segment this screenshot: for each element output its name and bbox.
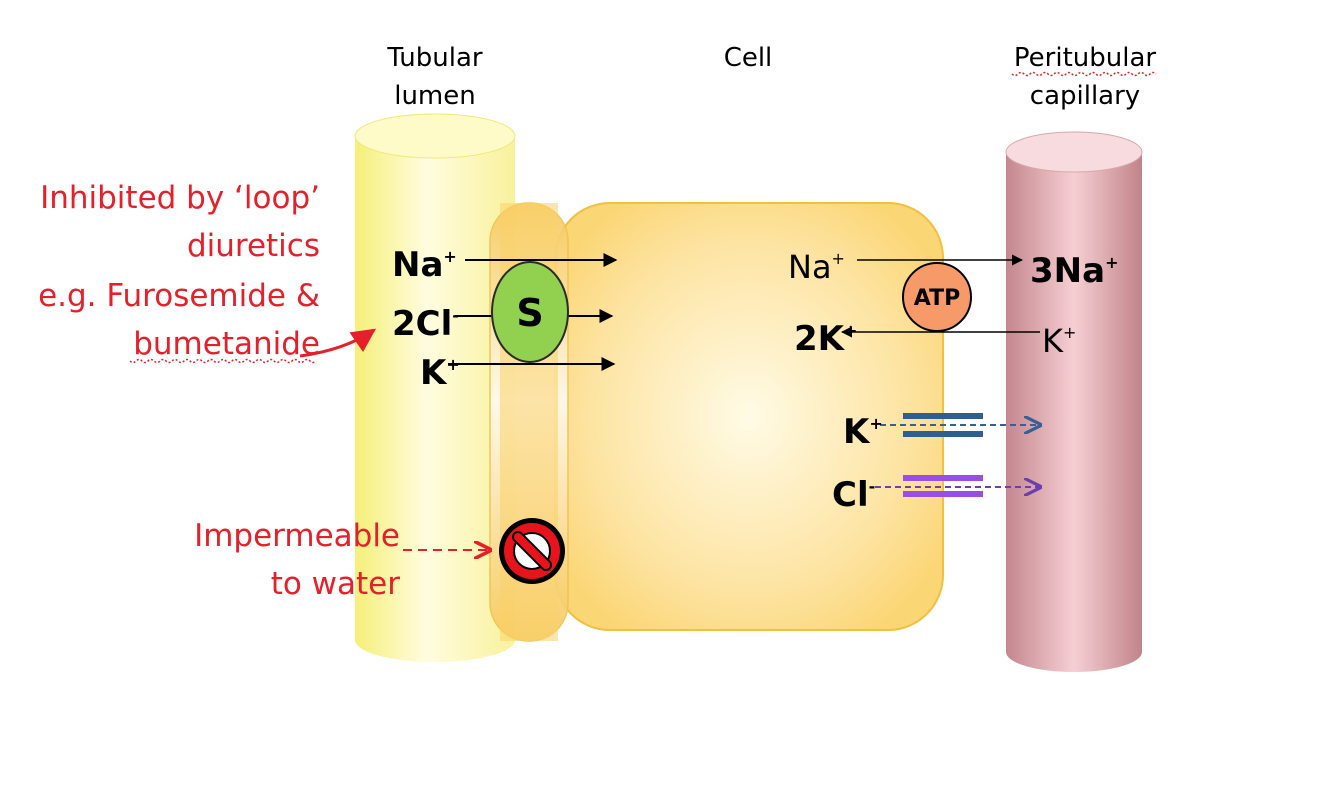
water-line2: to water: [271, 566, 401, 602]
cl-channel: [903, 475, 983, 497]
water-line1: Impermeable: [194, 518, 400, 554]
ion-2k-cell: 2K+: [794, 319, 857, 359]
ion-na-cell: Na+: [788, 248, 845, 286]
spellcheck-underline: [1011, 71, 1157, 77]
loop-diuretic-line4: bumetanide: [133, 326, 320, 362]
ion-cl-channel: Cl-: [832, 475, 875, 515]
ion-k-capillary: K+: [1042, 322, 1076, 360]
tubular-lumen-cylinder: [354, 113, 516, 662]
ion-cl-apical: 2Cl-: [392, 304, 459, 344]
loop-diuretic-arrow: [299, 328, 376, 358]
loop-diuretic-line1: Inhibited by ‘loop’: [40, 180, 320, 216]
atp-pump: [902, 262, 972, 332]
ion-3na-capillary: 3Na+: [1030, 251, 1118, 291]
header-lumen-line1: Tubular: [386, 43, 483, 73]
peritubular-capillary-cylinder: [1005, 131, 1143, 672]
symporter-label: S: [516, 291, 543, 335]
atp-label: ATP: [914, 286, 960, 311]
ion-na-apical: Na+: [392, 245, 457, 285]
cell-body: [554, 202, 944, 631]
loop-diuretic-underline: [129, 358, 317, 364]
header-capillary-line1: Peritubular: [1014, 43, 1156, 73]
loop-diuretic-line2: diuretics: [187, 228, 320, 264]
no-entry-icon: [499, 518, 565, 584]
k-channel: [903, 413, 983, 437]
header-lumen-line2: lumen: [394, 81, 476, 111]
loop-diuretic-line3: e.g. Furosemide &: [38, 278, 320, 314]
ion-k-channel: K+: [843, 412, 883, 452]
symporter-nkcc2: [491, 261, 569, 363]
header-capillary-line2: capillary: [1030, 81, 1140, 111]
header-cell: Cell: [724, 43, 773, 73]
